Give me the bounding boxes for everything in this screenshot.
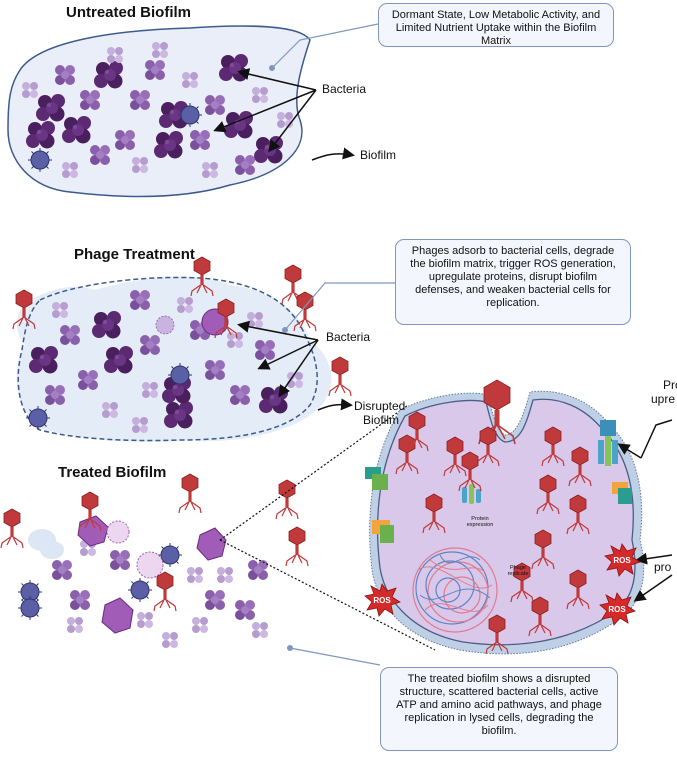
disrupted-label-line1: Disrupted [354,399,406,413]
phage-replicate-label: Phage replicate [507,565,529,577]
disrupted-label-line2: Biofilm [363,413,400,427]
zoom-dotted-lines [219,404,436,666]
phage-treatment-title: Phage Treatment [74,246,195,263]
cut-label-pro: Pro [663,378,677,392]
treated-biofilm-note: The treated biofilm shows a disrupted st… [380,667,618,751]
cut-label-pro-2: pro [654,560,672,574]
untreated-bacteria-label: Bacteria [322,82,367,96]
treated-biofilm-title: Treated Biofilm [58,464,167,481]
ros-label-3: ROS [608,605,626,614]
untreated-biofilm-title: Untreated Biofilm [66,4,192,21]
untreated-biofilm-label: Biofilm [360,148,397,162]
ros-label-1: ROS [373,596,391,605]
phage-bacteria-label: Bacteria [326,330,371,344]
phage-arrows [237,282,395,411]
untreated-note: Dormant State, Low Metabolic Activity, a… [378,3,614,47]
protein-expression-label: Protein expression [466,516,494,528]
cut-label-upre: upre [651,392,676,406]
phage-biofilm-boundary [17,276,318,442]
untreated-arrows [213,23,379,161]
ros-label-2: ROS [613,556,631,565]
treated-biofilm-cells [17,515,268,648]
phage-treatment-note: Phages adsorb to bacterial cells, degrad… [395,239,631,325]
